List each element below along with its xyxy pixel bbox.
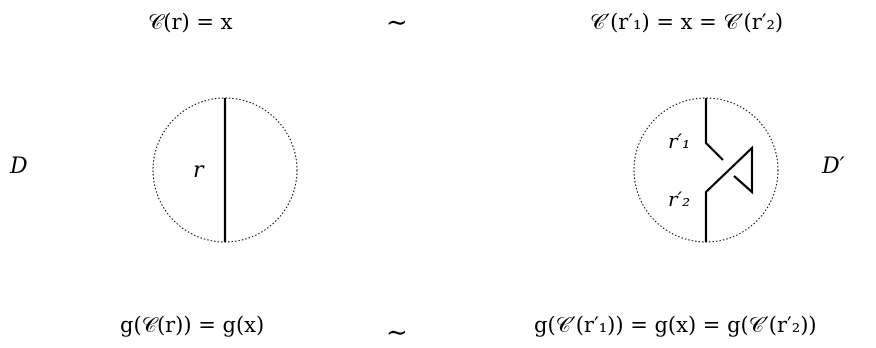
top-right-equation: 𝒞′(r′₁) = x = 𝒞′(r′₂): [590, 10, 784, 34]
diagram-label-d-prime: D′: [822, 154, 845, 179]
top-left-equation: 𝒞(r) = x: [148, 10, 233, 34]
bottom-left-equation: g(𝒞(r)) = g(x): [120, 313, 265, 337]
strand-label-r1-prime: r′₁: [668, 129, 690, 153]
top-equivalence-symbol: ∼: [386, 8, 408, 38]
strand-label-r2-prime: r′₂: [668, 187, 690, 211]
strand-label-r: r: [193, 158, 205, 183]
right-strand-upper: [704, 98, 724, 161]
left-diagram: r: [152, 97, 298, 243]
bottom-equivalence-symbol: ∼: [386, 318, 408, 348]
bottom-right-equation: g(𝒞′(r′₁)) = g(x) = g(𝒞′(r′₂)): [534, 313, 817, 337]
right-strand-loop: [704, 145, 754, 242]
diagram-label-d: D: [10, 154, 28, 179]
right-diagram: r′₁ r′₂: [633, 97, 779, 243]
